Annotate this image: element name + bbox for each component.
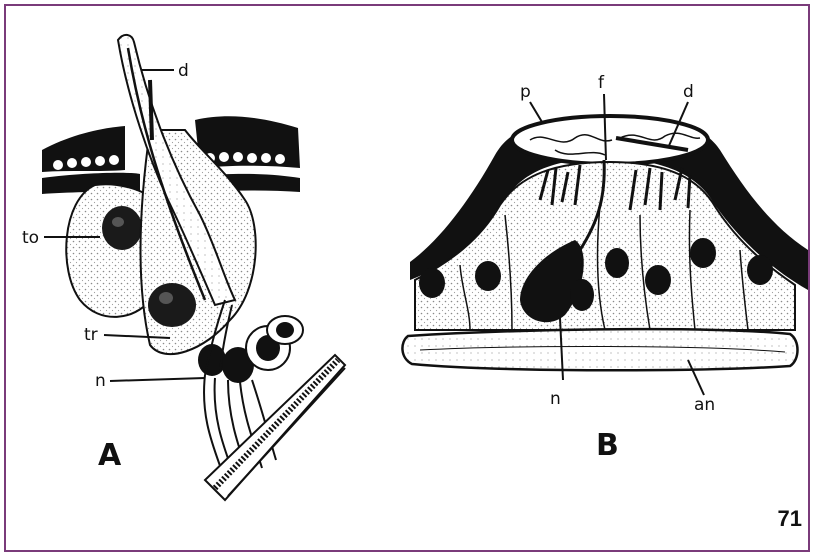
label-b-n: n [550,389,561,409]
label-b-f: f [598,73,605,93]
tormogen-nucleus [102,206,142,250]
panel-a-illustration: d to tr n A [22,35,345,500]
label-b-p: p [520,82,531,102]
label-a-d: d [178,61,189,81]
label-a-tr: tr [84,325,98,345]
label-a-n: n [95,371,106,391]
label-b-an: an [694,395,715,415]
label-a-to: to [22,228,39,248]
panel-b-illustration: p f d n an B [402,73,808,463]
panel-a-letter: A [98,438,122,473]
trichogen-nucleus [148,283,196,327]
label-b-d: d [683,82,694,102]
page-number: 71 [778,506,802,532]
axon-nerve [402,329,797,370]
panel-b-letter: B [596,428,619,463]
